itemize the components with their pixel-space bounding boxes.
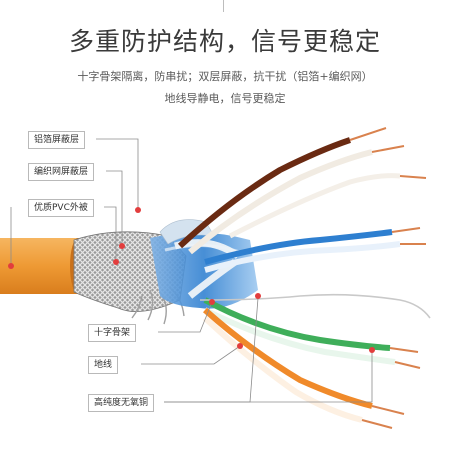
top-divider [223,0,224,12]
blue-pair [204,229,393,265]
brown-pair [177,137,351,249]
callout-markers [8,207,375,353]
callout-foil-shield: 铝箔屏蔽层 [28,131,86,149]
callout-copper-conductor: 高纯度无氧铜 [88,394,155,412]
subtitle-line-1: 十字骨架隔离，防串扰；双层屏蔽，抗干扰（铝箔+编织网） [77,70,373,83]
callout-braid-shield: 编织网屏蔽层 [28,163,95,181]
callout-drain-wire: 地线 [88,356,119,374]
callout-pvc-jacket: 优质PVC外被 [28,199,94,217]
braid-strands [131,287,185,325]
green-pair [203,297,391,351]
drain-wire [199,293,431,319]
callout-cross-separator: 十字骨架 [88,324,137,342]
leader-lines [10,138,373,403]
subtitle-line-2: 地线导静电，信号更稳定 [164,92,286,105]
orange-pair [203,307,373,409]
page-title: 多重防护结构，信号更稳定 [68,27,381,56]
